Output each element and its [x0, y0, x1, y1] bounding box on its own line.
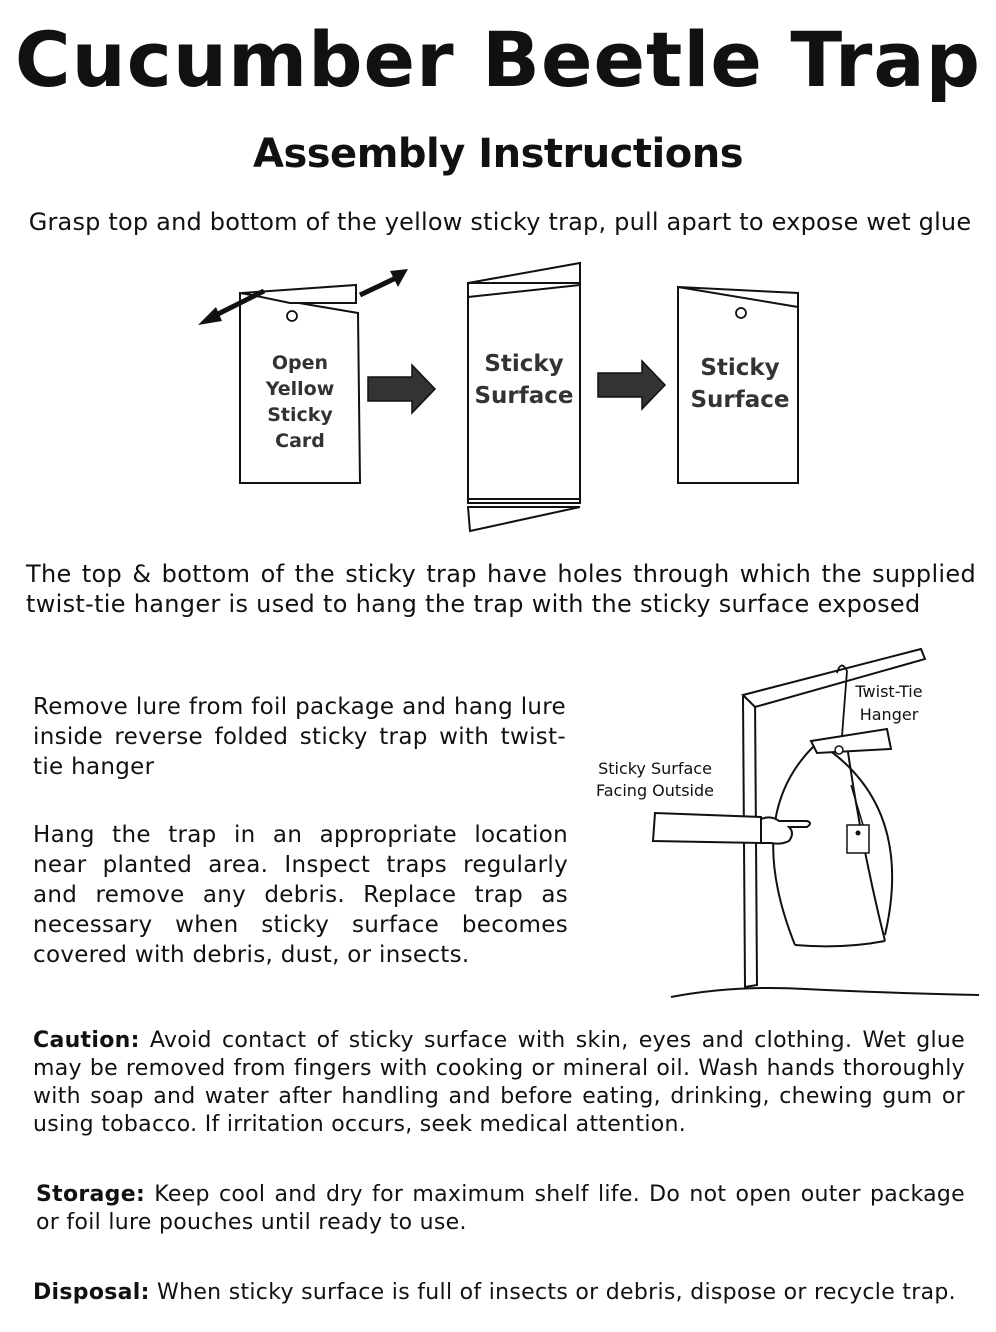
page-subtitle: Assembly Instructions — [252, 131, 744, 177]
card2-line-2: Surface — [474, 383, 573, 409]
hanging-hole-icon — [735, 307, 747, 319]
storage-text: Keep cool and dry for maximum shelf life… — [36, 1182, 965, 1235]
card3-line-2: Surface — [690, 387, 789, 413]
card3-line-1: Sticky — [700, 355, 779, 381]
caution-label: Caution: — [33, 1028, 140, 1053]
surface-label-line-2: Facing Outside — [596, 781, 714, 800]
hanging-trap-diagram: Twist-Tie Hanger Sticky Surface Facing O… — [596, 647, 980, 998]
card1-line-1: Open — [272, 352, 328, 374]
page-title: Cucumber Beetle Trap — [14, 15, 982, 104]
disposal-section: Disposal: When sticky surface is full of… — [33, 1279, 973, 1307]
step1-instruction: Grasp top and bottom of the yellow stick… — [28, 208, 972, 236]
hanging-trap — [772, 727, 894, 948]
rod — [741, 647, 927, 709]
storage-section: Storage: Keep cool and dry for maximum s… — [36, 1181, 965, 1237]
card1-line-2: Yellow — [265, 378, 335, 400]
caution-section: Caution: Avoid contact of sticky surface… — [33, 1027, 965, 1139]
opened-card: Sticky Surface — [466, 261, 581, 533]
step4-instruction: Hang the trap in an appropriate location… — [33, 822, 568, 968]
right-arrow-icon — [367, 363, 437, 415]
hanger-label-line-2: Hanger — [860, 705, 919, 724]
card-opening-diagram: Open Yellow Sticky Card Sticky Surface S… — [198, 261, 799, 533]
twist-tie — [836, 664, 848, 750]
caution-text: Avoid contact of sticky surface with ski… — [33, 1028, 965, 1137]
hanger-label-line-1: Twist-Tie — [854, 682, 922, 701]
card1-line-3: Sticky — [267, 404, 333, 426]
surface-label-line-1: Sticky Surface — [598, 759, 712, 778]
card1-line-4: Card — [275, 430, 325, 452]
step3-instruction: Remove lure from foil package and hang l… — [33, 694, 566, 780]
storage-label: Storage: — [36, 1182, 146, 1207]
lure-icon — [846, 824, 870, 854]
pull-apart-arrow-icon — [198, 269, 408, 325]
card2-line-1: Sticky — [484, 351, 563, 377]
pointing-hand-icon — [651, 811, 811, 845]
right-arrow-icon — [597, 359, 667, 411]
reverse-folded-card: Sticky Surface — [677, 285, 799, 484]
hanging-hole-icon — [286, 310, 298, 322]
ground-line — [670, 987, 980, 998]
disposal-label: Disposal: — [33, 1280, 150, 1305]
disposal-text: When sticky surface is full of insects o… — [149, 1280, 956, 1305]
step2-instruction: The top & bottom of the sticky trap have… — [26, 560, 976, 618]
closed-card: Open Yellow Sticky Card — [198, 269, 408, 484]
